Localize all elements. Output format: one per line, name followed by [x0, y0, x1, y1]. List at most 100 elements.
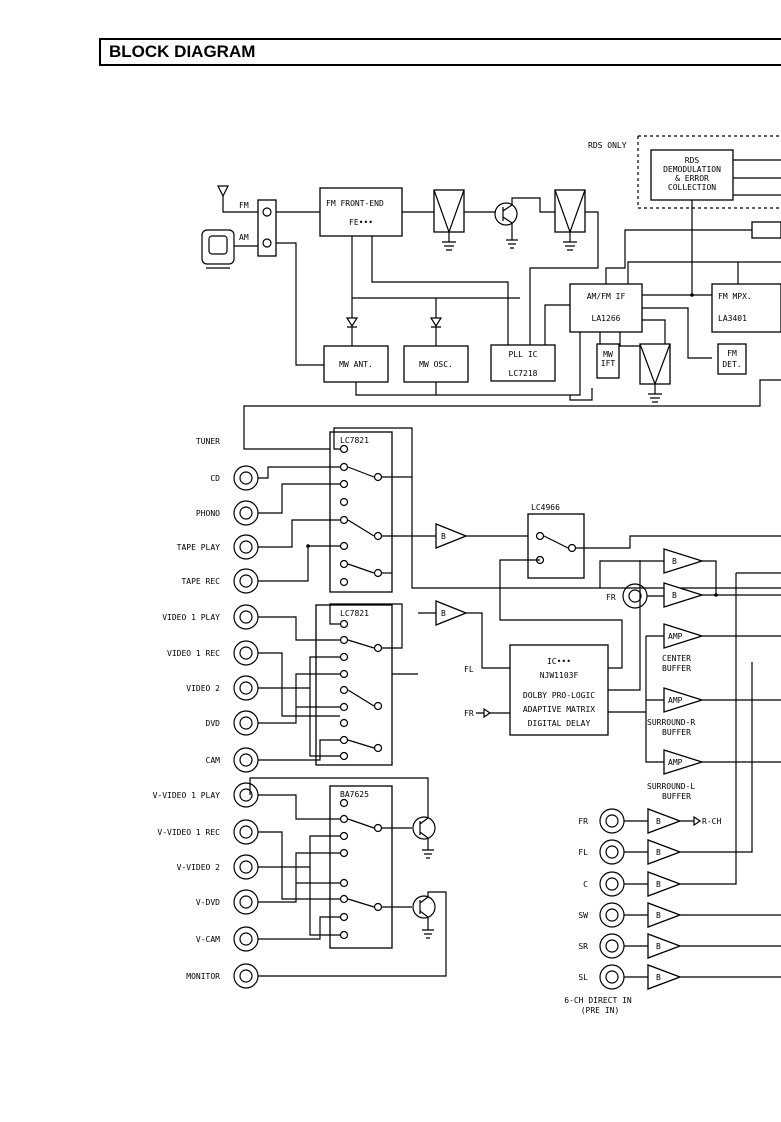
- antenna-icon: [217, 185, 229, 198]
- if-bottom-lines: [599, 307, 712, 359]
- direct-in-label-fr: FR: [578, 817, 588, 826]
- jack-tape-play: [233, 534, 259, 560]
- varicap-diode-icon: [345, 317, 359, 328]
- pll-ic-box: [490, 344, 556, 382]
- varactor-line: [352, 297, 520, 318]
- jack-video1-play: [233, 604, 259, 630]
- rds-block-line1: RDS: [685, 156, 700, 165]
- amp-surround-l-label: AMP: [668, 758, 683, 767]
- amp-surround-r-label: AMP: [668, 696, 683, 705]
- antenna-terminal: [257, 199, 277, 257]
- input-label-video1-play: VIDEO 1 PLAY: [162, 613, 220, 622]
- rds-dashed-border: [637, 135, 781, 209]
- direct-in-buffer-sr-label: B: [656, 942, 661, 951]
- lc7821-a-pins: [339, 444, 383, 587]
- center-buffer-line2: BUFFER: [662, 664, 691, 673]
- direct-in-jack-c: [599, 871, 625, 897]
- input-label-video2: VIDEO 2: [186, 684, 220, 693]
- fm-det-line1: FM: [727, 349, 737, 358]
- truncated-box: [751, 221, 781, 239]
- input-label-tape-rec: TAPE REC: [181, 577, 220, 586]
- direct-in-jack-fr: [599, 808, 625, 834]
- input-label-monitor: MONITOR: [186, 972, 220, 981]
- tuner-return: [569, 388, 593, 401]
- fm-front-end-box: [319, 187, 403, 237]
- fr-in-arrow: [476, 707, 510, 719]
- junction-dot: [690, 293, 694, 297]
- ceramic-filter-3: [639, 343, 671, 385]
- processor-line3: DIGITAL DELAY: [528, 719, 591, 728]
- if-top-line: [605, 229, 781, 284]
- pll-ic-label: PLL IC: [509, 350, 538, 359]
- jack-v-cam: [233, 926, 259, 952]
- direct-in-buffer-sw-label: B: [656, 911, 661, 920]
- input-label-cd: CD: [210, 474, 220, 483]
- amp-surround-l: [663, 749, 705, 775]
- amp-surround-r: [663, 687, 705, 713]
- jack-dvd: [233, 710, 259, 736]
- buffer-b-1: [435, 523, 468, 549]
- rds-block-line2: DEMODULATION: [663, 165, 721, 174]
- direct-in-jack-fl: [599, 839, 625, 865]
- input-label-cam: CAM: [206, 756, 221, 765]
- r-ch-label: R-CH: [702, 817, 721, 826]
- processor-ic-label: IC•••: [547, 657, 571, 666]
- vvideo-input-wiring: [258, 794, 340, 940]
- processor-fr-in-label: FR: [464, 709, 474, 718]
- sel-b-feedback: [329, 603, 403, 649]
- direct-in-buffer-fl-label: B: [656, 848, 661, 857]
- processor-part-label: NJW1103F: [540, 671, 579, 680]
- buffer-b-3: [663, 548, 705, 574]
- audio-input-wiring: [258, 466, 340, 582]
- lc4966-box: [527, 513, 585, 579]
- transistor-icon: [412, 816, 436, 840]
- input-label-v-video1-rec: V-VIDEO 1 REC: [157, 828, 220, 837]
- center-return-line: [680, 572, 781, 885]
- transistor-icon: [494, 202, 518, 226]
- jack-v-video1-rec: [233, 819, 259, 845]
- rds-demod-box: [650, 149, 734, 201]
- am-loop-antenna-icon: [201, 229, 235, 265]
- tuner-output-line: [243, 379, 781, 450]
- ba7625-transistor-wiring: [249, 777, 447, 977]
- la1266-label: LA1266: [592, 314, 621, 323]
- mw-ift-box: [596, 343, 620, 379]
- njw1103f-processor: [509, 644, 609, 736]
- direct-in-jack-sr: [599, 933, 625, 959]
- jack-monitor: [233, 963, 259, 989]
- am-antenna-label: AM: [239, 233, 249, 242]
- lc4966-output: [576, 535, 781, 549]
- rds-block-line3: & ERROR: [675, 174, 709, 183]
- r-ch-arrow: [680, 815, 702, 827]
- fr-jack-label: FR: [606, 593, 616, 602]
- lc7218-label: LC7218: [509, 369, 538, 378]
- surround-l-line1: SURROUND-L: [647, 782, 695, 791]
- jack-phono: [233, 500, 259, 526]
- processor-line1: DOLBY PRO-LOGIC: [523, 691, 595, 700]
- sel-a-bus: [411, 477, 781, 589]
- fl-return-line: [680, 662, 753, 853]
- fm-mpx-box: [711, 283, 781, 333]
- buffer-b-3-label: B: [672, 557, 677, 566]
- fm-det-line2: DET.: [722, 360, 741, 369]
- processor-line2: ADAPTIVE MATRIX: [523, 705, 595, 714]
- rds-only-label: RDS ONLY: [588, 141, 627, 150]
- mw-ift-line1: MW: [603, 350, 613, 359]
- direct-in-caption-line2: (PRE IN): [581, 1006, 620, 1015]
- direct-in-buffer-c-label: B: [656, 880, 661, 889]
- page-title: BLOCK DIAGRAM: [109, 42, 256, 61]
- jack-tape-rec: [233, 568, 259, 594]
- lc7821-b-label: LC7821: [340, 609, 369, 618]
- ground-icon: [442, 232, 456, 251]
- input-label-v-cam: V-CAM: [196, 935, 220, 944]
- direct-in-buffer-sl-label: B: [656, 973, 661, 982]
- lc7821-b-pins: [339, 619, 383, 761]
- jack-video2: [233, 675, 259, 701]
- input-label-video1-rec: VIDEO 1 REC: [167, 649, 220, 658]
- jack-video1-rec: [233, 640, 259, 666]
- processor-outputs: [608, 560, 664, 763]
- rds-out-lines: [733, 159, 781, 196]
- direct-in-label-sr: SR: [578, 942, 588, 951]
- buffer-b-4-label: B: [672, 591, 677, 600]
- video-input-wiring: [258, 616, 340, 761]
